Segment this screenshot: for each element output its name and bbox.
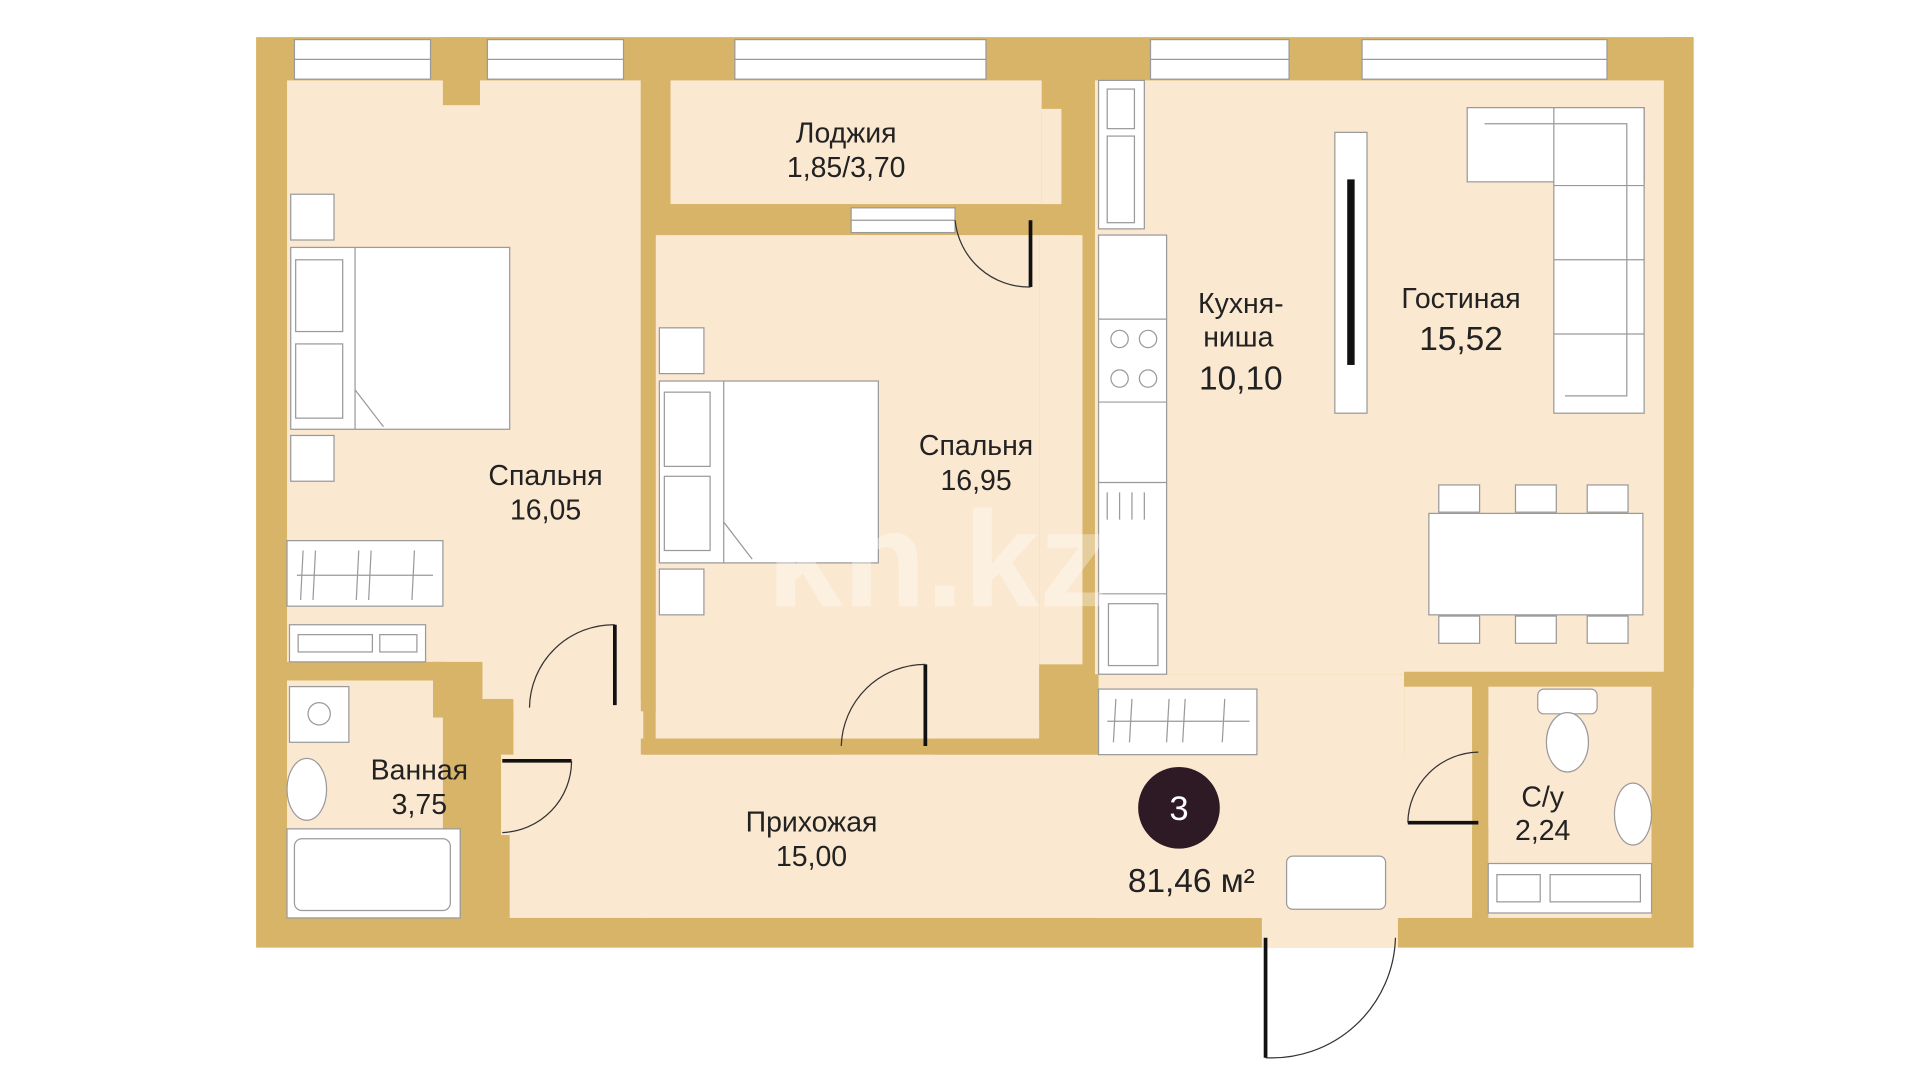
room-name-bedroom-1: Спальня <box>488 460 602 492</box>
room-name-bathroom: Ванная <box>371 754 468 786</box>
doors <box>502 220 1479 1059</box>
room-area-loggia: 1,85/3,70 <box>787 152 906 184</box>
room-name-kitchen-2: ниша <box>1203 321 1273 353</box>
room-name-bedroom-2: Спальня <box>919 430 1033 462</box>
room-area-kitchen: 10,10 <box>1199 361 1283 398</box>
inner-walls <box>287 37 1694 918</box>
room-name-hallway: Прихожая <box>746 806 878 838</box>
room-area-living: 15,52 <box>1419 321 1503 358</box>
windows <box>293 38 1608 234</box>
room-name-wc: С/у <box>1521 782 1564 814</box>
rooms-count-badge: 3 <box>1138 767 1220 849</box>
room-name-loggia: Лоджия <box>796 117 897 149</box>
total-area: 81,46 м² <box>1128 863 1255 900</box>
furniture <box>286 79 1653 919</box>
room-area-bedroom-1: 16,05 <box>510 495 581 527</box>
room-area-bedroom-2: 16,95 <box>940 465 1011 497</box>
room-area-hallway: 15,00 <box>776 841 847 873</box>
room-area-bathroom: 3,75 <box>392 789 447 821</box>
room-name-living: Гостиная <box>1401 283 1520 315</box>
svg-text:3: 3 <box>1169 790 1188 828</box>
room-area-wc: 2,24 <box>1515 815 1570 847</box>
watermark: kn.kz <box>767 483 1107 635</box>
room-name-kitchen: Кухня- <box>1198 288 1284 320</box>
